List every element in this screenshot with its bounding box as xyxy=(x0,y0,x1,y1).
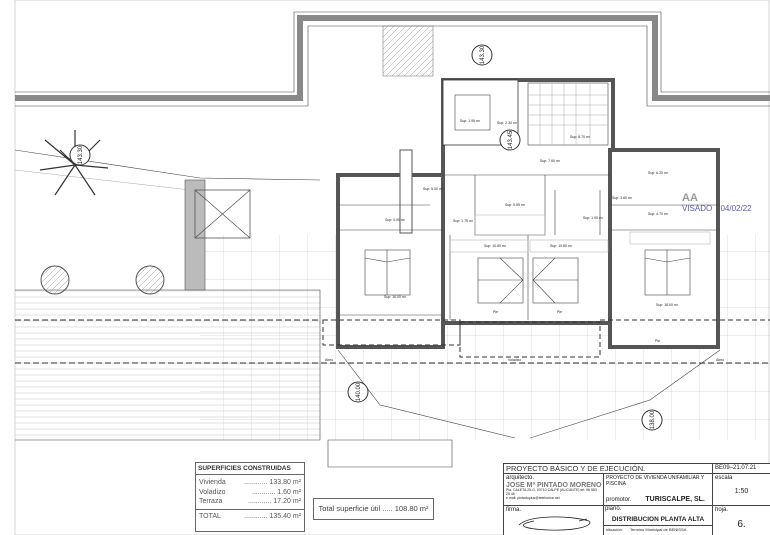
row-value: 135.40 m² xyxy=(269,512,301,520)
plano-cell: plano. DISTRIBUCION PLANTA ALTA xyxy=(604,506,713,526)
plano-name: DISTRIBUCION PLANTA ALTA xyxy=(611,515,705,523)
project-code: BE09–21.07.21 xyxy=(713,464,770,474)
room-labels: Sup: 1.95 m² Sup: 2.30 m² Sup: 8.70 m² S… xyxy=(325,119,724,362)
room-area: Sup: 1.95 m² xyxy=(460,119,481,123)
level-marker: 138.00 xyxy=(641,409,663,431)
perimeter-wall xyxy=(15,15,770,101)
arquitecto-cell: arquitecto. JOSE Mª PINTADO MORENO Pla. … xyxy=(504,474,604,506)
room-area: Sup: 1.75 m² xyxy=(453,219,474,223)
annotation: Alero xyxy=(716,358,724,362)
svg-text:143.30: 143.30 xyxy=(78,145,84,164)
arquitecto-name: JOSE Mª PINTADO MORENO xyxy=(506,481,602,489)
room-area: Sup: 10.80 m² xyxy=(550,244,573,248)
svg-text:138.00: 138.00 xyxy=(650,410,656,429)
level-marker: 140.00 xyxy=(347,381,369,403)
terrace-outline xyxy=(337,349,721,439)
row-value: 1.60 m² xyxy=(277,488,301,496)
row-dots: ............ xyxy=(248,498,272,505)
pool-area xyxy=(15,290,320,440)
row-dots: ............ xyxy=(251,488,276,496)
room-area: Sup: 6.20 m² xyxy=(648,171,669,175)
svg-text:140.00: 140.00 xyxy=(356,382,362,401)
room-area: Sup: 5.55 m² xyxy=(505,203,526,207)
superficies-title: SUPERFICIES CONSTRUIDAS xyxy=(196,463,304,475)
situacion-cell: situación. Termino Municipal de BENISSA xyxy=(604,526,713,535)
escala-value: 1:50 xyxy=(734,488,749,495)
shrub-icon xyxy=(40,265,70,295)
svg-text:143.45: 143.45 xyxy=(508,130,514,149)
annotation: Pie xyxy=(557,310,562,314)
level-marker: 143.30 xyxy=(471,44,493,66)
row-name: Voladizo xyxy=(199,488,226,496)
total-row: TOTAL............135.40 m² xyxy=(196,508,304,522)
row-name: Terraza xyxy=(199,498,223,505)
room-area: Sup: 10.80 m² xyxy=(484,244,507,248)
shrub-icon xyxy=(135,265,165,295)
room-area: Sup: 18.00 m² xyxy=(656,303,679,307)
level-marker: 143.45 xyxy=(499,129,521,151)
row-value: 17.20 m² xyxy=(273,498,301,505)
annotation: Pie xyxy=(655,339,660,343)
annotation: Alero xyxy=(325,358,333,362)
arquitecto-address: Pla. CALETA 25-G, 03710 CALPE (ALICANTE)… xyxy=(506,488,597,497)
room-area: Sup: 0.90 m² xyxy=(385,218,406,222)
visado-stamp: AA VISADO 04/02/22 xyxy=(682,192,768,222)
signature xyxy=(518,516,591,531)
building-walls xyxy=(336,78,720,349)
row-name: Vivienda xyxy=(199,479,226,486)
room-area: Sup: 5.00 m² xyxy=(423,187,444,191)
level-marker: 143.30 xyxy=(69,144,91,166)
annotation: Pie xyxy=(493,310,498,314)
table-row: Terraza............17.20 m² xyxy=(196,497,304,507)
stamp-logo: AA xyxy=(682,192,698,204)
hoja-value: 6. xyxy=(737,519,746,530)
promotor-label: promotor. xyxy=(606,497,632,503)
stair-exterior xyxy=(382,25,434,77)
room-area: Sup: 16.00 m² xyxy=(384,295,407,299)
svg-text:143.30: 143.30 xyxy=(480,45,486,64)
escala-cell: escala 1:50 xyxy=(713,474,770,506)
room-area: Sup: 2.30 m² xyxy=(497,121,518,125)
row-name: TOTAL xyxy=(199,512,221,520)
row-dots: ............ xyxy=(244,479,268,486)
hoja-cell: hoja. 6. xyxy=(713,506,770,535)
arquitecto-label: arquitecto. xyxy=(506,475,535,481)
title-block: PROYECTO BÁSICO Y DE EJECUCIÓN. BE09–21.… xyxy=(503,463,770,535)
room-area: Sup: 4.70 m² xyxy=(648,212,669,216)
room-area: Sup: 1.90 m² xyxy=(583,216,604,220)
stamp-label: VISADO xyxy=(682,204,713,213)
project-header: PROYECTO BÁSICO Y DE EJECUCIÓN. xyxy=(504,464,713,474)
situacion-label: situación. xyxy=(606,527,623,532)
row-dots: ............ xyxy=(244,512,268,520)
skylight xyxy=(194,189,251,239)
situacion-value: Termino Municipal de BENISSA xyxy=(630,527,687,532)
hoja-label: hoja. xyxy=(715,507,729,513)
arquitecto-email: e.mail: pintadoplus@telefonica.net xyxy=(506,495,560,500)
room-area: Sup: 3.60 m² xyxy=(612,196,633,200)
firma-cell: firma. xyxy=(504,506,604,535)
stamp-date: 04/02/22 xyxy=(720,204,752,213)
plano-label: plano. xyxy=(605,506,622,512)
proyecto-cell: PROYECTO DE VIVIENDA UNIFAMILIAR Y PISCI… xyxy=(604,474,713,506)
promotor-name: TURISCALPE, SL. xyxy=(645,496,705,503)
room-area: Sup: 8.70 m² xyxy=(570,135,591,139)
superficie-util: Total superficie útil ..... 108.80 m² xyxy=(313,498,434,520)
table-row: Vivienda............133.80 m² xyxy=(196,478,304,488)
room-area: Sup: 7.60 m² xyxy=(540,159,561,163)
annotation: Voladizo xyxy=(508,358,521,362)
firma-label: firma. xyxy=(506,507,521,513)
escala-label: escala xyxy=(715,475,733,481)
proyecto-name: PROYECTO DE VIVIENDA UNIFAMILIAR Y PISCI… xyxy=(606,475,705,487)
superficies-table: SUPERFICIES CONSTRUIDAS Vivienda........… xyxy=(195,462,305,532)
table-row: Voladizo............1.60 m² xyxy=(196,488,304,498)
row-value: 133.80 m² xyxy=(269,479,301,486)
